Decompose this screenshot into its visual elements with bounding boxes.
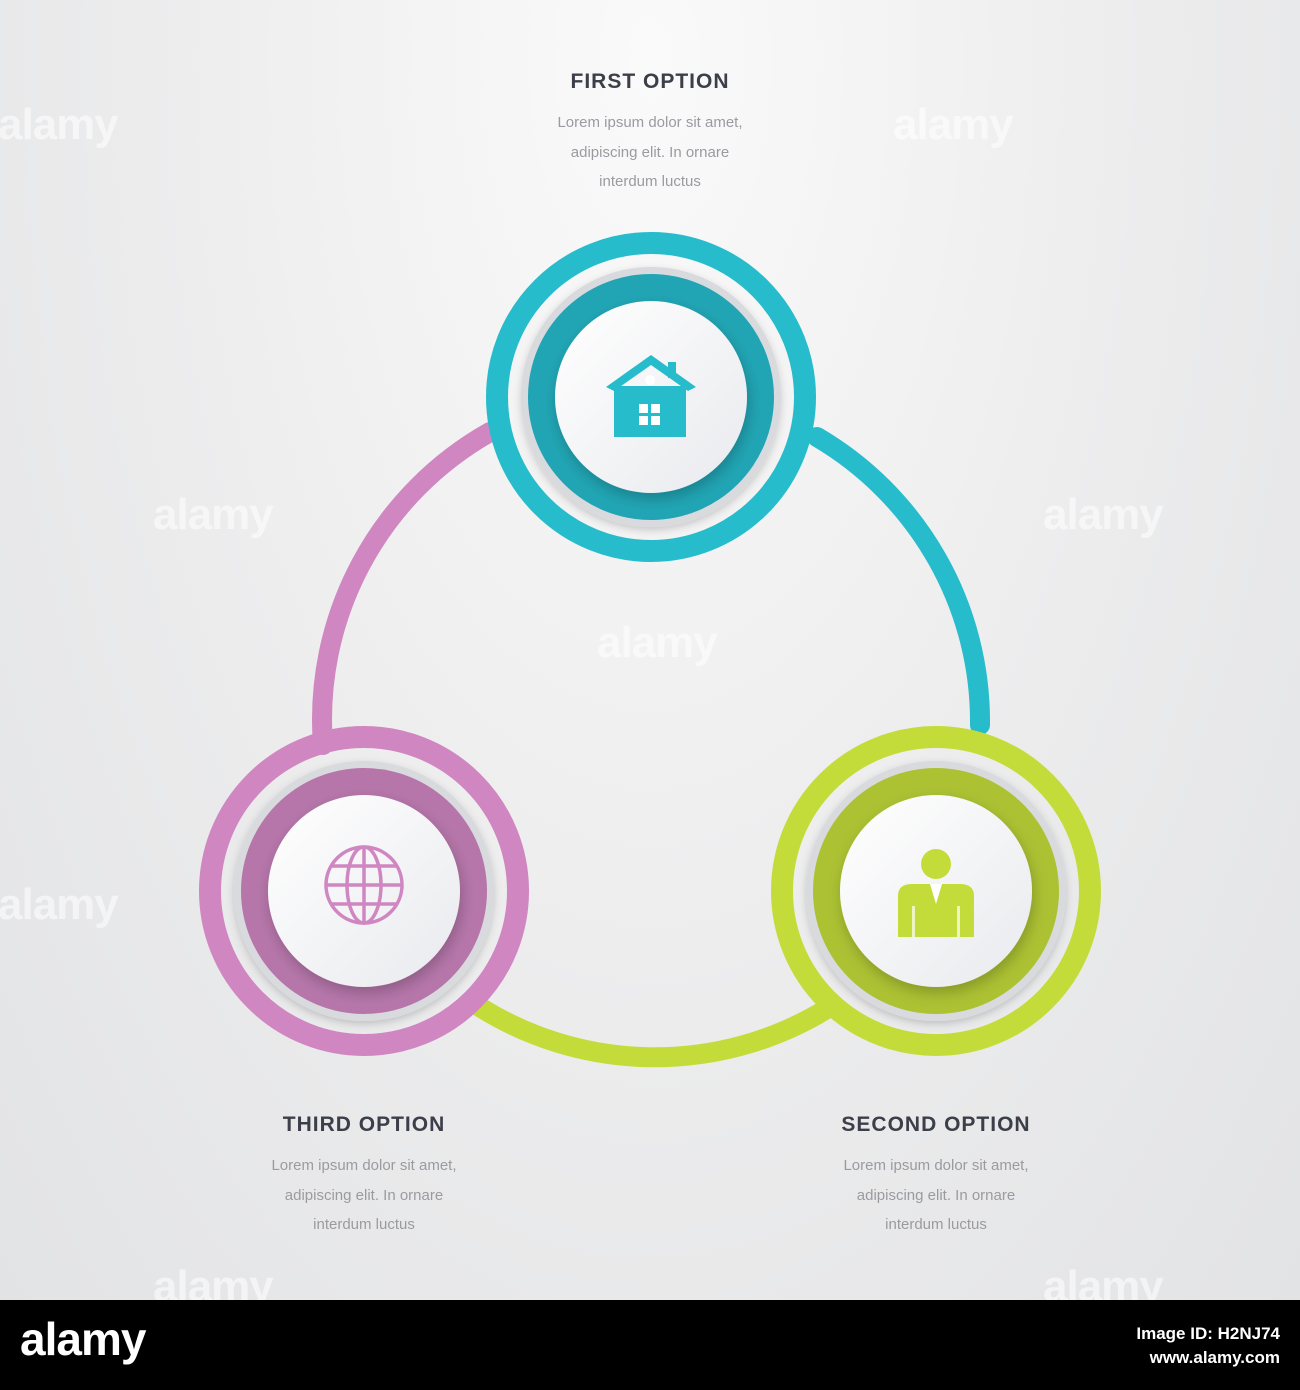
watermark: alamy — [893, 100, 1014, 149]
second-option-description: Lorem ipsum dolor sit amet, adipiscing e… — [843, 1157, 1029, 1233]
connector-arc-green — [465, 994, 835, 1068]
watermark: alamy — [0, 100, 119, 149]
house-icon — [606, 355, 696, 437]
connector-arc-blue — [807, 427, 991, 735]
connector-arc-pink — [312, 422, 500, 755]
image-info: Image ID: H2NJ74 www.alamy.com — [1136, 1322, 1280, 1370]
third-option-block: THIRD OPTION Lorem ipsum dolor sit amet,… — [184, 1113, 544, 1240]
cycle-diagram — [199, 232, 1101, 1068]
second-option-block: SECOND OPTION Lorem ipsum dolor sit amet… — [756, 1113, 1116, 1240]
first-option-title: FIRST OPTION — [570, 70, 730, 93]
node-third-option — [199, 726, 529, 1056]
third-option-description: Lorem ipsum dolor sit amet, adipiscing e… — [271, 1157, 457, 1233]
alamy-logo: alamy — [20, 1313, 146, 1365]
globe-icon — [324, 845, 404, 925]
footer-bar: alamy Image ID: H2NJ74 www.alamy.com — [0, 1300, 1300, 1390]
node-second-option — [771, 726, 1101, 1056]
image-id: Image ID: H2NJ74 — [1136, 1324, 1280, 1343]
watermark: alamy — [597, 618, 718, 667]
watermark: alamy — [0, 880, 119, 929]
site-url: www.alamy.com — [1149, 1348, 1280, 1367]
second-option-title: SECOND OPTION — [841, 1113, 1031, 1136]
third-option-title: THIRD OPTION — [282, 1113, 446, 1136]
first-option-block: FIRST OPTION Lorem ipsum dolor sit amet,… — [470, 70, 830, 197]
person-icon — [898, 849, 974, 937]
watermark: alamy — [153, 490, 274, 539]
first-option-description: Lorem ipsum dolor sit amet, adipiscing e… — [557, 114, 743, 190]
node-first-option — [486, 232, 816, 562]
watermark: alamy — [1043, 490, 1164, 539]
diagram-canvas: alamy alamy alamy alamy alamy alamy alam… — [0, 0, 1300, 1300]
